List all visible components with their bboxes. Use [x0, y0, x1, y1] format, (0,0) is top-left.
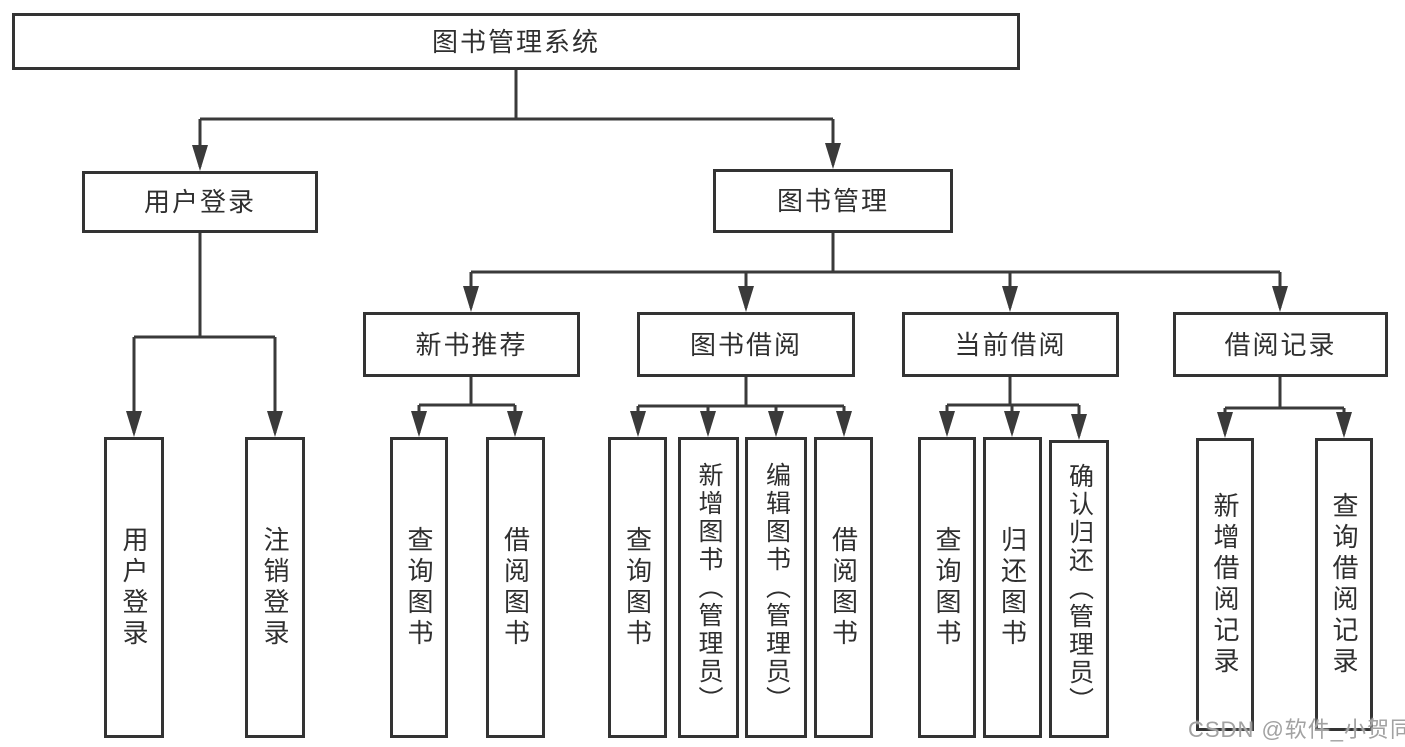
leaf-query-books-1-label: 查询图书	[404, 525, 434, 650]
leaf-query-borrow-record-label: 查询借阅记录	[1329, 491, 1359, 678]
node-library-management-system: 图书管理系统	[12, 13, 1020, 70]
leaf-edit-book-admin: 编辑图书（管理员）	[745, 437, 807, 738]
node-borrowing-records-label: 借阅记录	[1224, 329, 1337, 360]
node-new-book-recommend: 新书推荐	[363, 312, 580, 377]
watermark-text: CSDN @软件_小贺同学	[1188, 717, 1405, 742]
leaf-add-book-admin-label: 新增图书（管理员）	[695, 461, 723, 714]
node-library-management-system-label: 图书管理系统	[431, 26, 600, 57]
leaf-user-login-label: 用户登录	[119, 525, 149, 650]
leaf-query-books-1: 查询图书	[390, 437, 448, 738]
leaf-borrow-books-2-label: 借阅图书	[828, 525, 859, 650]
node-book-management-label: 图书管理	[776, 186, 889, 216]
node-borrowing-records: 借阅记录	[1173, 312, 1388, 377]
leaf-borrow-books-2: 借阅图书	[814, 437, 873, 738]
leaf-logout: 注销登录	[245, 437, 305, 738]
leaf-borrow-books-1-label: 借阅图书	[500, 525, 531, 650]
node-user-login: 用户登录	[82, 171, 318, 233]
leaf-return-books: 归还图书	[983, 437, 1042, 738]
leaf-confirm-return-admin-label: 确认归还（管理员）	[1065, 463, 1094, 715]
node-book-borrowing-label: 图书借阅	[689, 329, 802, 360]
node-book-management: 图书管理	[713, 169, 953, 233]
leaf-add-borrow-record: 新增借阅记录	[1196, 438, 1254, 731]
node-book-borrowing: 图书借阅	[637, 312, 855, 377]
leaf-query-books-2-label: 查询图书	[622, 525, 653, 650]
leaf-query-books-3: 查询图书	[918, 437, 976, 738]
leaf-query-borrow-record: 查询借阅记录	[1315, 438, 1373, 731]
node-user-login-label: 用户登录	[143, 187, 256, 217]
leaf-add-book-admin: 新增图书（管理员）	[678, 437, 739, 738]
leaf-confirm-return-admin: 确认归还（管理员）	[1049, 440, 1109, 738]
node-current-borrowing-label: 当前借阅	[954, 329, 1067, 360]
leaf-borrow-books-1: 借阅图书	[486, 437, 545, 738]
leaf-user-login: 用户登录	[104, 437, 164, 738]
leaf-add-borrow-record-label: 新增借阅记录	[1210, 491, 1240, 678]
node-new-book-recommend-label: 新书推荐	[415, 329, 528, 360]
leaf-return-books-label: 归还图书	[997, 525, 1028, 650]
arrowheads	[126, 143, 1352, 440]
leaf-query-books-2: 查询图书	[608, 437, 667, 738]
leaf-logout-label: 注销登录	[260, 525, 290, 650]
node-current-borrowing: 当前借阅	[902, 312, 1119, 377]
leaf-query-books-3-label: 查询图书	[932, 525, 962, 650]
leaf-edit-book-admin-label: 编辑图书（管理员）	[762, 461, 791, 714]
